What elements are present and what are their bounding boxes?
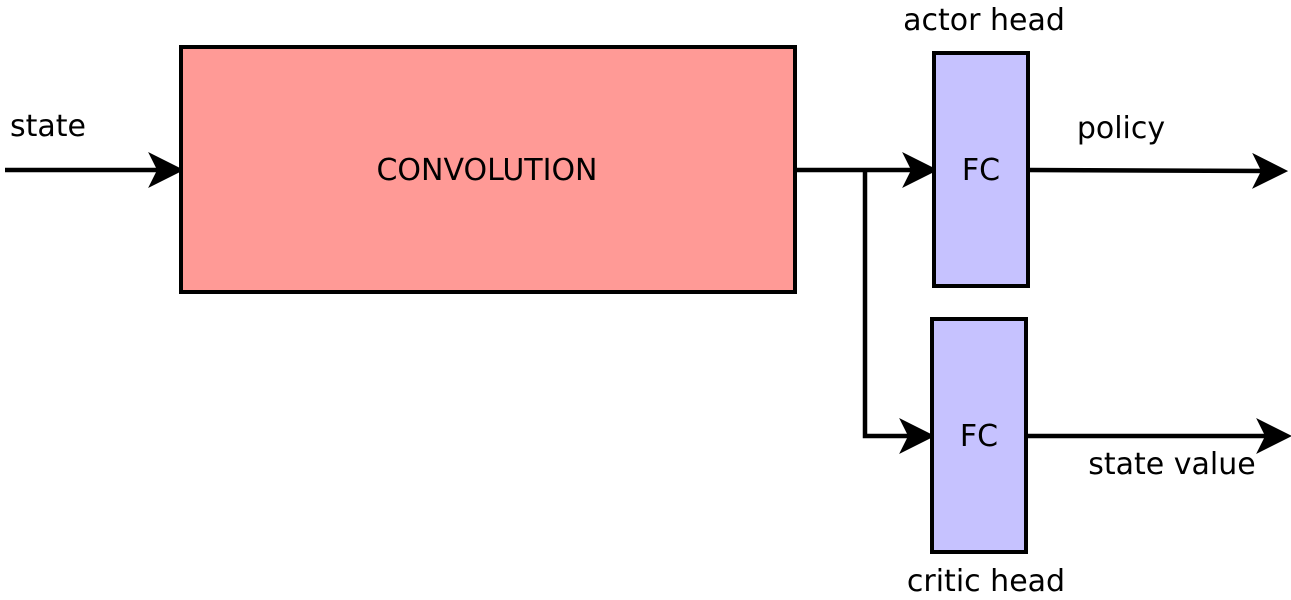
critic-fc-box (930, 317, 1028, 554)
actor-fc-box (932, 51, 1030, 288)
policy-output-arrow (1028, 152, 1289, 189)
state-value-label: state value (1088, 447, 1255, 482)
actor-fc-block: FC (932, 51, 1030, 288)
actor-fc-label: FC (962, 153, 1000, 188)
policy-label: policy (1077, 111, 1165, 146)
state-label: state (10, 109, 86, 144)
critic-fc-label: FC (960, 419, 998, 454)
convolution-label: CONVOLUTION (376, 153, 597, 188)
conv-to-critic-arrow (862, 170, 936, 454)
convolution-block: CONVOLUTION (179, 45, 797, 294)
critic-fc-block: FC (930, 317, 1028, 554)
actor-head-label: actor head (903, 3, 1065, 38)
critic-head-label: critic head (907, 564, 1065, 599)
convolution-box (179, 45, 797, 294)
